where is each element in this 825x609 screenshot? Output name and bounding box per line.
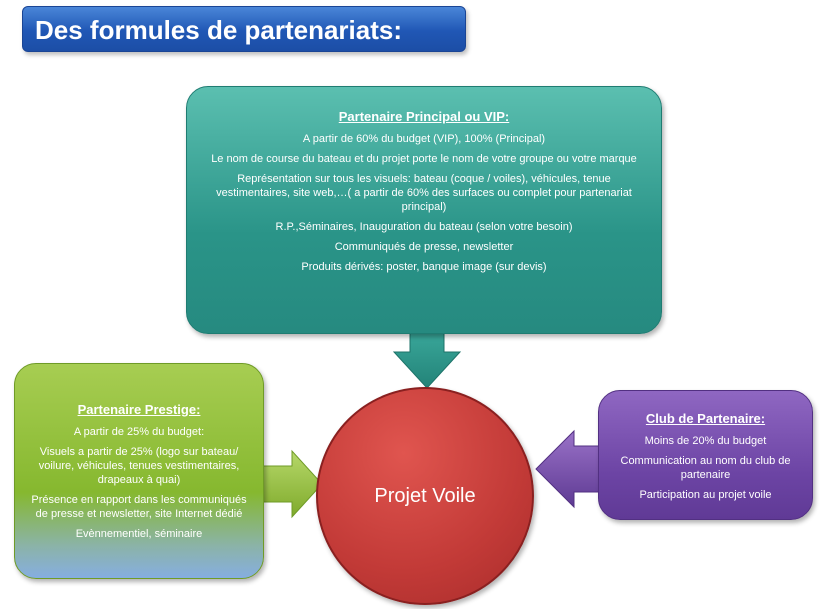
center-label: Projet Voile <box>374 484 476 507</box>
club-item: Participation au projet voile <box>639 489 772 501</box>
vip-item: Le nom de course du bateau et du projet … <box>211 153 637 165</box>
club-item: Moins de 20% du budget <box>644 435 767 447</box>
prestige-item: Evènnementiel, séminaire <box>75 528 203 540</box>
vip-item: R.P.,Séminaires, Inauguration du bateau … <box>275 221 573 233</box>
club-heading: Club de Partenaire: <box>645 411 766 426</box>
vip-item: A partir de 60% du budget (VIP), 100% (P… <box>302 133 546 145</box>
prestige-item: Visuels a partir de 25% (logo sur bateau… <box>38 446 240 486</box>
prestige-partner-box: Partenaire Prestige: A partir de 25% du … <box>14 363 264 579</box>
vip-item: Produits dérivés: poster, banque image (… <box>301 261 547 273</box>
vip-partner-box: Partenaire Principal ou VIP: A partir de… <box>186 86 662 334</box>
arrow-down <box>392 329 462 389</box>
vip-heading: Partenaire Principal ou VIP: <box>338 109 510 124</box>
vip-item: Communiqués de presse, newsletter <box>334 241 514 253</box>
club-item: Communication au nom du club de partenai… <box>620 455 791 481</box>
prestige-item: A partir de 25% du budget: <box>73 426 205 438</box>
arrow-left <box>535 429 601 509</box>
page-title: Des formules de partenariats: <box>22 6 466 52</box>
club-partner-box: Club de Partenaire: Moins de 20% du budg… <box>598 390 813 520</box>
center-circle: Projet Voile <box>316 387 534 605</box>
prestige-heading: Partenaire Prestige: <box>77 402 201 417</box>
prestige-item: Présence en rapport dans les communiqués… <box>31 494 247 520</box>
vip-item: Représentation sur tous les visuels: bat… <box>216 173 632 213</box>
arrow-right <box>261 449 323 519</box>
